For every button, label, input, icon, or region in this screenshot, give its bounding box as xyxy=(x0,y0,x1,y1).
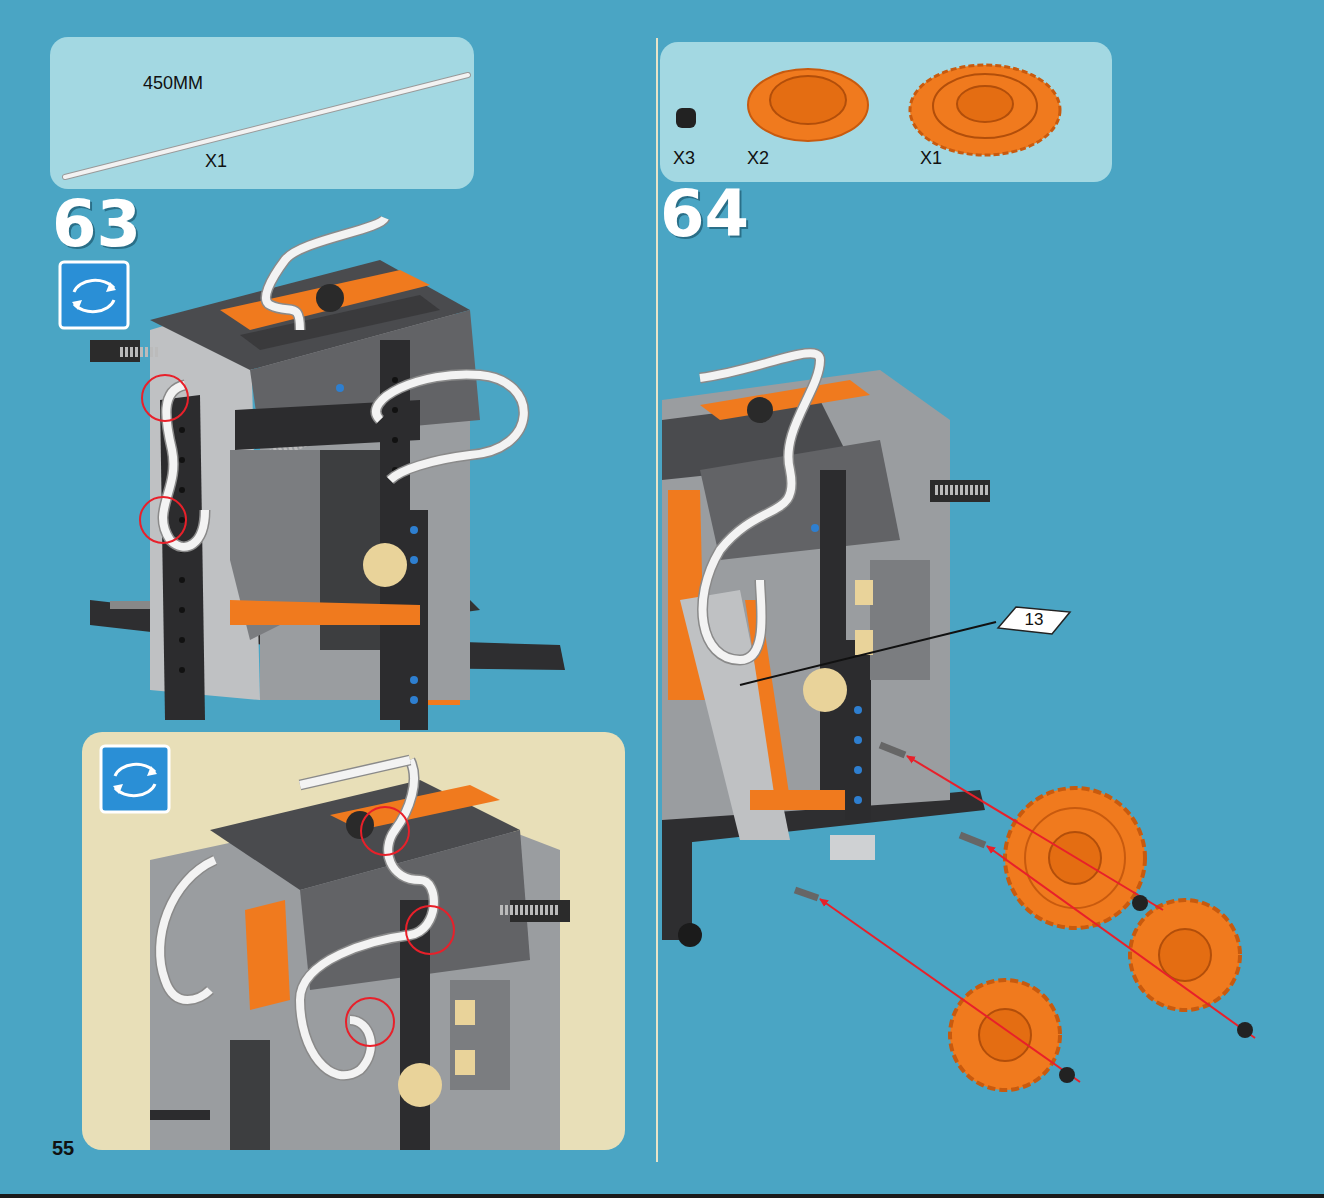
callout-tag: 13 xyxy=(996,604,1072,636)
parts-panel: X3 X2 X1 xyxy=(660,42,1112,182)
page-divider xyxy=(656,38,658,1162)
callout-number: 13 xyxy=(1025,610,1044,630)
model-step-64 xyxy=(662,353,1255,1090)
part-label: 450MM xyxy=(143,73,203,94)
model-inset xyxy=(150,760,570,1150)
page-number: 55 xyxy=(52,1138,74,1158)
step-number: 63 xyxy=(52,192,141,256)
part-label: X1 xyxy=(920,148,942,169)
inset-panel xyxy=(82,732,625,1150)
part-art xyxy=(660,42,1112,182)
model-step-63 xyxy=(90,218,565,730)
rotate-icon xyxy=(60,262,128,328)
step-number: 64 xyxy=(660,182,749,246)
part-art xyxy=(50,37,474,189)
part-label: X3 xyxy=(673,148,695,169)
rotate-icon xyxy=(101,746,169,812)
part-label: X2 xyxy=(747,148,769,169)
part-label: X1 xyxy=(205,151,227,172)
bottom-strip xyxy=(0,1194,1324,1198)
parts-panel: 450MM X1 xyxy=(50,37,474,189)
